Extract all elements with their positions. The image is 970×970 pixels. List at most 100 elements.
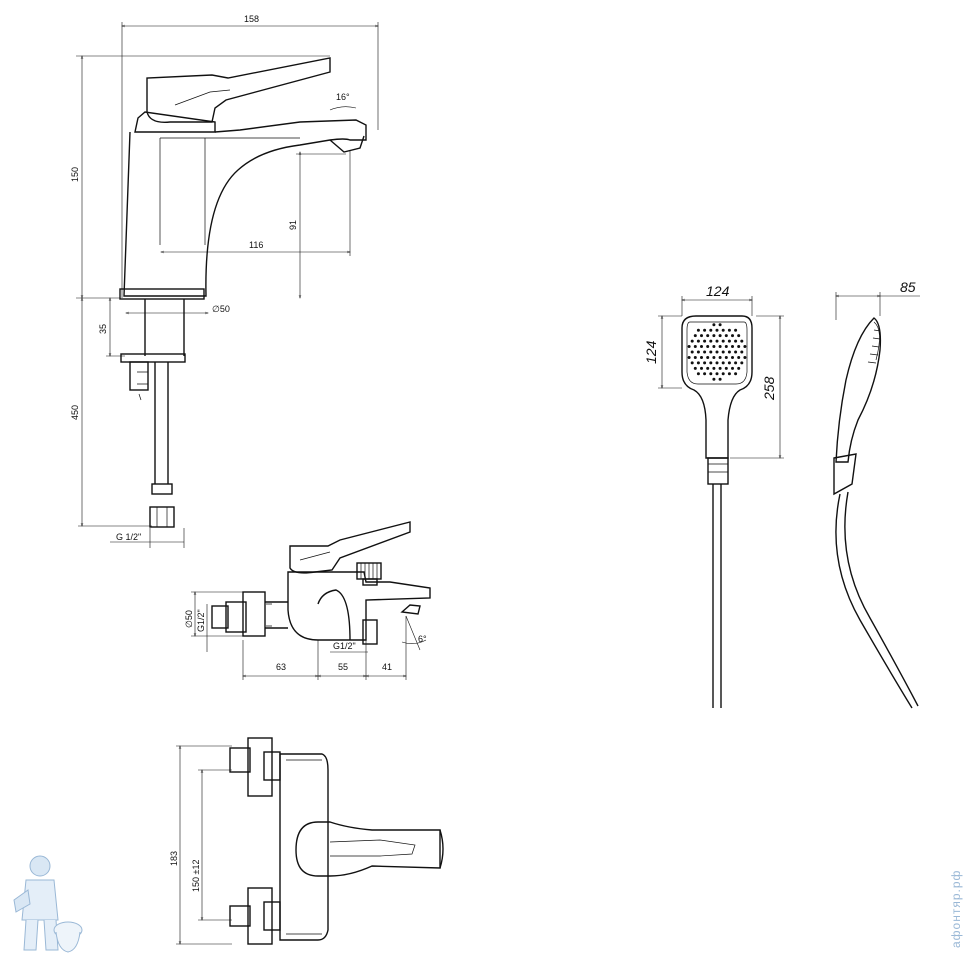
nozzle-dot — [709, 350, 713, 354]
nozzle-dot — [687, 356, 691, 359]
nozzle-dot — [700, 345, 703, 348]
nozzle-grid — [687, 323, 747, 381]
nozzle-dot — [721, 372, 725, 376]
dim-spout-extension: 41 — [382, 662, 392, 672]
nozzle-dot — [734, 328, 738, 332]
dim-spout-height: 91 — [288, 220, 298, 230]
nozzle-dot — [718, 366, 722, 370]
nozzle-dot — [734, 372, 738, 376]
nozzle-dot — [703, 361, 707, 365]
nozzle-dot — [709, 328, 713, 332]
nozzle-dot — [696, 350, 700, 354]
nozzle-dot — [690, 339, 694, 343]
nozzle-dot — [743, 356, 747, 359]
nozzle-dot — [718, 323, 722, 327]
nozzle-dot — [700, 356, 703, 359]
nozzle-dot — [700, 366, 703, 370]
nozzle-dot — [737, 356, 741, 359]
nozzle-dot — [715, 361, 719, 365]
nozzle-dot — [740, 339, 744, 343]
nozzle-dot — [693, 366, 697, 370]
hand-shower-profile-drawing: 85 — [833, 279, 920, 709]
dim-shank-length: 35 — [98, 324, 108, 334]
nozzle-dot — [721, 328, 725, 332]
nozzle-dot — [743, 345, 747, 348]
nozzle-dot — [693, 334, 697, 338]
nozzle-dot — [724, 345, 728, 348]
dim-eccentric-thread: G1/2" — [196, 609, 206, 632]
nozzle-dot — [731, 356, 734, 359]
nozzle-dot — [737, 366, 741, 370]
nozzle-dot — [737, 334, 741, 338]
nozzle-dot — [693, 345, 697, 348]
nozzle-dot — [709, 361, 713, 365]
nozzle-dot — [712, 356, 716, 359]
nozzle-dot — [721, 339, 725, 343]
nozzle-dot — [724, 366, 728, 370]
nozzle-dot — [731, 334, 734, 338]
dim-profile-depth: 85 — [900, 279, 916, 295]
nozzle-dot — [706, 356, 710, 359]
nozzle-dot — [706, 334, 710, 338]
nozzle-dot — [734, 339, 738, 343]
nozzle-dot — [696, 372, 700, 376]
nozzle-dot — [696, 361, 700, 365]
nozzle-dot — [690, 350, 694, 354]
nozzle-dot — [734, 361, 738, 365]
nozzle-dot — [712, 377, 716, 381]
nozzle-dot — [703, 339, 707, 343]
nozzle-dot — [718, 356, 722, 359]
nozzle-dot — [727, 328, 731, 332]
bath-mixer-side-drawing: ∅50 G1/2" 63 55 41 G1/2" 6° — [184, 521, 431, 680]
nozzle-dot — [696, 328, 700, 332]
nozzle-dot — [696, 339, 700, 343]
nozzle-dot — [690, 361, 694, 365]
nozzle-dot — [712, 334, 716, 338]
dim-inlet-offset: 63 — [276, 662, 286, 672]
dim-spout-reach: 116 — [249, 240, 263, 250]
nozzle-dot — [715, 328, 719, 332]
hand-shower-front-drawing: 124 124 258 — [643, 283, 784, 708]
nozzle-dot — [703, 328, 707, 332]
nozzle-dot — [693, 356, 697, 359]
dim-centres: 150 ±12 — [191, 860, 201, 892]
nozzle-dot — [727, 361, 731, 365]
bath-mixer-top-drawing: 183 150 ±12 — [169, 737, 444, 945]
dim-base-diameter: ∅50 — [212, 304, 230, 314]
dim-overall-height: 183 — [169, 851, 179, 866]
nozzle-dot — [718, 345, 722, 348]
nozzle-dot — [709, 372, 713, 376]
basin-mixer-drawing: 158 150 16° 91 116 ∅50 35 450 G 1/2" — [70, 14, 378, 548]
nozzle-dot — [712, 345, 716, 348]
dim-overall-width: 158 — [244, 14, 259, 24]
nozzle-dot — [721, 350, 725, 354]
nozzle-dot — [712, 323, 716, 327]
nozzle-dot — [700, 334, 703, 338]
nozzle-dot — [727, 339, 731, 343]
dim-body-length: 55 — [338, 662, 348, 672]
nozzle-dot — [740, 361, 744, 365]
dim-hose-length: 450 — [70, 405, 80, 420]
nozzle-dot — [727, 350, 731, 354]
nozzle-dot — [687, 345, 691, 348]
nozzle-dot — [731, 345, 734, 348]
nozzle-dot — [715, 372, 719, 376]
nozzle-dot — [715, 350, 719, 354]
dim-spout-angle: 16° — [336, 92, 350, 102]
dim-height: 150 — [70, 167, 80, 182]
dim-spout-angle-bath: 6° — [418, 634, 427, 644]
nozzle-dot — [703, 372, 707, 376]
dim-total-length: 258 — [761, 376, 777, 401]
plumber-logo — [13, 855, 83, 953]
dim-diverter-thread: G1/2" — [333, 641, 356, 651]
nozzle-dot — [734, 350, 738, 354]
nozzle-dot — [703, 350, 707, 354]
nozzle-dot — [712, 366, 716, 370]
nozzle-dot — [721, 361, 725, 365]
nozzle-dot — [727, 372, 731, 376]
watermark-text: афонтяр.рф — [949, 870, 963, 948]
nozzle-dot — [718, 334, 722, 338]
dim-head-height: 124 — [643, 340, 659, 364]
nozzle-dot — [709, 339, 713, 343]
